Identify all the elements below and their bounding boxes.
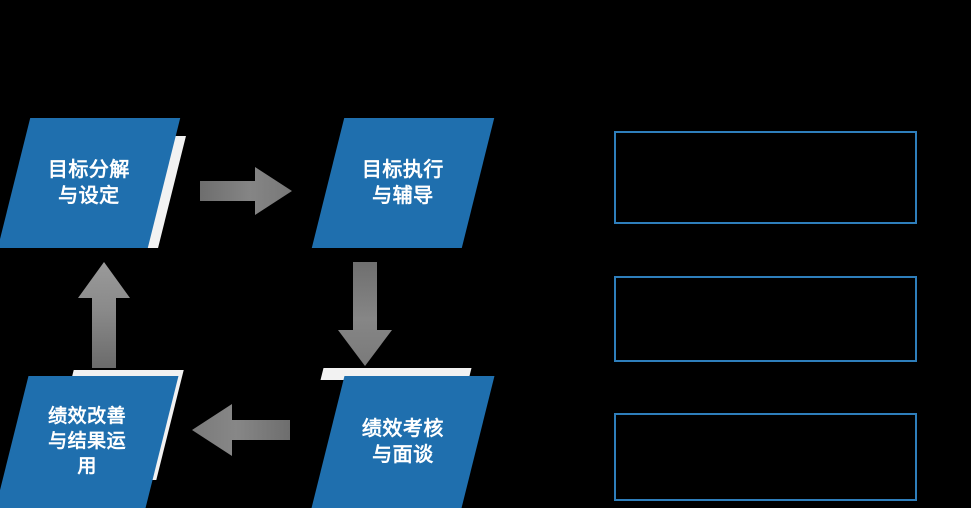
node-label: 目标分解 与设定 <box>48 158 130 207</box>
arrow-down-icon <box>338 262 392 366</box>
node-face-shape: 目标执行 与辅导 <box>311 118 495 248</box>
note-box-text <box>616 415 915 499</box>
process-node-goal-setting[interactable]: 目标分解 与设定 <box>0 118 210 248</box>
arrow-right-icon <box>200 167 292 215</box>
node-face-shape: 绩效考核 与面谈 <box>311 376 495 508</box>
note-box-1[interactable] <box>614 131 917 224</box>
node-label: 绩效考核 与面谈 <box>362 417 444 466</box>
note-box-text <box>616 278 915 360</box>
node-label: 目标执行 与辅导 <box>362 158 444 207</box>
arrow-left-icon <box>192 404 290 456</box>
note-box-3[interactable] <box>614 413 917 501</box>
node-face-shape: 绩效改善 与结果运 用 <box>0 376 179 508</box>
process-node-improvement[interactable]: 绩效改善 与结果运 用 <box>0 362 215 508</box>
note-box-text <box>616 133 915 222</box>
note-box-2[interactable] <box>614 276 917 362</box>
node-label: 绩效改善 与结果运 用 <box>47 406 127 478</box>
arrow-up-icon <box>78 262 130 368</box>
process-node-goal-execution[interactable]: 目标执行 与辅导 <box>288 118 503 248</box>
process-node-appraisal-interview[interactable]: 绩效考核 与面谈 <box>288 368 503 508</box>
